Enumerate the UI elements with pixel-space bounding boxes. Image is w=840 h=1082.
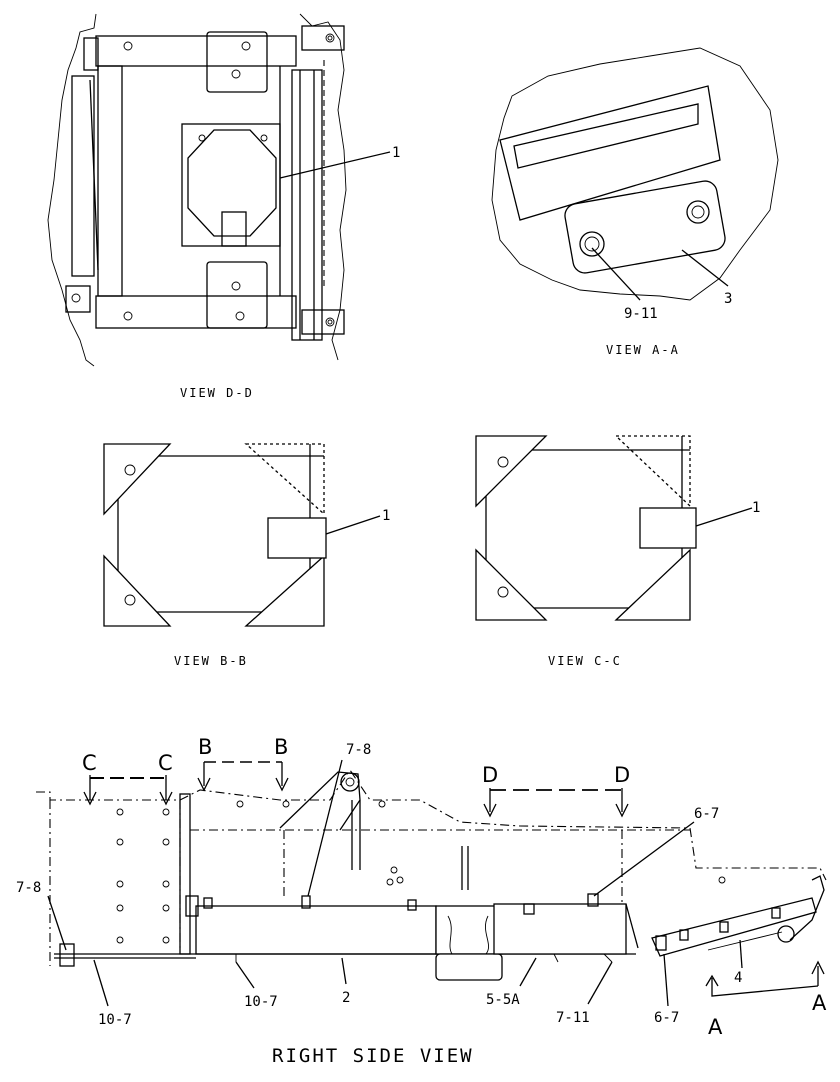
section-c-left: C — [82, 751, 97, 775]
section-d-left: D — [482, 763, 498, 787]
view-a-a-caption: VIEW A-A — [606, 343, 680, 357]
callout-9-11-view-a-a: 9-11 — [624, 306, 658, 322]
callout-4: 4 — [734, 970, 742, 986]
right-side-view-caption: RIGHT SIDE VIEW — [272, 1045, 474, 1067]
section-b-right: B — [274, 735, 288, 759]
callout-5-5a: 5-5A — [486, 992, 520, 1008]
view-b-b-drawing — [103, 443, 381, 627]
callout-1-view-d-d: 1 — [392, 145, 400, 161]
callout-2: 2 — [342, 990, 350, 1006]
callout-3-view-a-a: 3 — [724, 291, 732, 307]
section-b-left: B — [198, 735, 212, 759]
view-c-c-caption: VIEW C-C — [548, 654, 622, 668]
callout-10-7-left: 10-7 — [98, 1012, 132, 1028]
section-a-right: A — [812, 991, 827, 1015]
section-c-right: C — [158, 751, 173, 775]
callout-10-7-mid: 10-7 — [244, 994, 278, 1010]
callout-7-11: 7-11 — [556, 1010, 590, 1026]
callout-6-7-top: 6-7 — [694, 806, 719, 822]
callout-1-view-c-c: 1 — [752, 500, 760, 516]
view-b-b-caption: VIEW B-B — [174, 654, 248, 668]
callout-6-7-bottom: 6-7 — [654, 1010, 679, 1026]
right-side-view-drawing — [36, 759, 827, 1007]
section-a-left: A — [708, 1015, 723, 1039]
callout-1-view-b-b: 1 — [382, 508, 390, 524]
callout-7-8-left: 7-8 — [16, 880, 41, 896]
section-d-right: D — [614, 763, 630, 787]
view-d-d-drawing — [47, 13, 391, 367]
view-c-c-drawing — [475, 435, 753, 621]
view-d-d-caption: VIEW D-D — [180, 386, 254, 400]
view-a-a-drawing — [491, 47, 779, 301]
callout-7-8-top: 7-8 — [346, 742, 371, 758]
